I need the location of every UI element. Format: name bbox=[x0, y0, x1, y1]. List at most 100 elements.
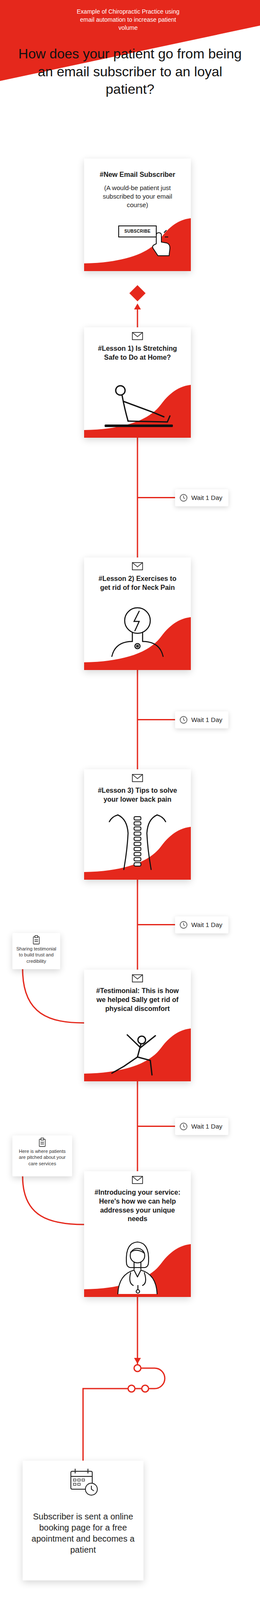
neck-pain-figure-part bbox=[134, 644, 141, 650]
yoga-figure-part bbox=[137, 1037, 146, 1046]
connector bbox=[22, 970, 85, 1025]
label-stub bbox=[137, 1127, 176, 1129]
envelope-icon bbox=[132, 1178, 143, 1186]
flow-line bbox=[83, 1299, 166, 1464]
label-stub bbox=[137, 497, 176, 500]
clock-hands bbox=[183, 496, 185, 500]
wait-pill: Wait 1 Day bbox=[175, 712, 229, 730]
clock-face bbox=[180, 1124, 187, 1132]
wait-label: Wait 1 Day bbox=[191, 717, 223, 725]
spine-figure-part bbox=[134, 817, 141, 822]
email-card: #New Email Subscriber(A would-be patient… bbox=[84, 158, 191, 272]
neck-pain-figure bbox=[111, 608, 164, 658]
red-wave-shape bbox=[84, 828, 191, 882]
label-stub bbox=[137, 925, 176, 927]
subscribe-button-part bbox=[152, 233, 171, 257]
envelope-icon-part bbox=[132, 775, 143, 783]
neck-pain-figure-part bbox=[124, 608, 151, 635]
clock-icon bbox=[179, 1124, 188, 1133]
red-wave bbox=[84, 971, 191, 1084]
envelope-icon-part bbox=[132, 775, 143, 780]
envelope-icon-part bbox=[132, 1178, 143, 1183]
clock-icon bbox=[179, 922, 188, 931]
calendar-icon-part bbox=[91, 1488, 94, 1494]
envelope-icon-part bbox=[132, 333, 143, 338]
banner-text: Example of Chiropractic Practice using e… bbox=[70, 7, 186, 33]
doctor-figure-part bbox=[136, 1291, 140, 1296]
clock-icon bbox=[179, 494, 188, 503]
clipboard-icon-part bbox=[40, 1144, 44, 1146]
spine-figure-part bbox=[146, 816, 158, 871]
envelope-icon bbox=[132, 563, 143, 571]
node-heading: Here is where patients are pitched about… bbox=[14, 1150, 70, 1169]
subscribe-button bbox=[118, 226, 170, 257]
doctor-figure bbox=[117, 1244, 158, 1297]
clock-face bbox=[180, 717, 187, 725]
yoga-figure-part bbox=[137, 1058, 152, 1077]
neck-pain-figure-part bbox=[136, 646, 139, 649]
yoga-figure bbox=[111, 1036, 156, 1077]
callout-line bbox=[22, 970, 85, 1025]
spine-figure-part bbox=[134, 848, 141, 853]
button-label: SUBSCRIBE bbox=[118, 226, 157, 238]
doctor-figure-part bbox=[126, 1244, 149, 1270]
red-wave-shape bbox=[84, 1030, 191, 1084]
doctor-figure-part bbox=[130, 1252, 145, 1256]
clock-hands bbox=[183, 718, 185, 722]
clock-face bbox=[180, 495, 187, 503]
doctor-figure-part bbox=[129, 1274, 146, 1292]
stretching-figure-part bbox=[122, 396, 129, 422]
red-wave-shape bbox=[84, 385, 191, 439]
stretching-figure-part bbox=[115, 386, 126, 396]
spine-figure-part bbox=[134, 864, 141, 868]
envelope-icon-part bbox=[132, 1178, 143, 1186]
doctor-figure-part bbox=[134, 1264, 141, 1272]
yoga-figure-part bbox=[127, 1036, 156, 1050]
connector bbox=[137, 438, 176, 559]
clock-face bbox=[180, 923, 187, 930]
clock-hands bbox=[183, 1126, 185, 1130]
email-card: #Testimonial: This is how we helped Sall… bbox=[84, 971, 191, 1084]
callout-line bbox=[22, 1178, 85, 1227]
neck-pain-figure-part bbox=[132, 633, 143, 643]
node-heading: #Lesson 1) Is Stretching Safe to Do at H… bbox=[92, 344, 183, 363]
connector bbox=[22, 1178, 85, 1227]
clock-hands bbox=[183, 924, 185, 928]
envelope-icon bbox=[132, 333, 143, 341]
stretching-figure bbox=[104, 386, 173, 428]
node-heading: #Lesson 3) Tips to solve your lower back… bbox=[92, 787, 183, 806]
path-ring bbox=[141, 1387, 149, 1395]
wait-label: Wait 1 Day bbox=[191, 1124, 223, 1132]
connector bbox=[137, 881, 176, 972]
calendar-icon-part bbox=[85, 1485, 98, 1498]
calendar-icon-part bbox=[77, 1485, 81, 1488]
arrow-head bbox=[134, 1360, 141, 1367]
wait-pill: Wait 1 Day bbox=[175, 917, 229, 935]
wait-label: Wait 1 Day bbox=[191, 922, 223, 930]
clipboard-icon bbox=[39, 1139, 46, 1149]
spine-figure-part bbox=[134, 858, 141, 863]
spine-figure-part bbox=[134, 828, 141, 832]
envelope-icon bbox=[132, 976, 143, 984]
yoga-figure-part bbox=[111, 1058, 138, 1076]
path-ring bbox=[128, 1387, 135, 1395]
calendar-icon-part bbox=[73, 1485, 76, 1488]
red-wave-shape bbox=[84, 1246, 191, 1300]
envelope-icon-part bbox=[132, 563, 143, 568]
spine-figure-part bbox=[134, 838, 141, 842]
envelope-icon-part bbox=[132, 563, 143, 571]
arrow-head bbox=[134, 303, 141, 310]
wait-pill: Wait 1 Day bbox=[175, 490, 229, 508]
node-heading: #New Email Subscriber bbox=[92, 170, 183, 180]
neck-pain-figure-part bbox=[111, 642, 164, 658]
calendar-icon-part bbox=[77, 1481, 81, 1484]
envelope-icon-part bbox=[132, 333, 143, 341]
node-heading: #Lesson 2) Exercises to get rid of for N… bbox=[92, 575, 183, 594]
node-heading: Sharing testimonial to build trust and c… bbox=[14, 947, 58, 966]
node-heading: #Testimonial: This is how we helped Sall… bbox=[92, 988, 183, 1015]
subscribe-button-part bbox=[118, 226, 157, 238]
calendar-icon bbox=[70, 1471, 98, 1498]
clipboard-icon-part bbox=[35, 937, 38, 940]
spine-figure-part bbox=[117, 816, 129, 871]
